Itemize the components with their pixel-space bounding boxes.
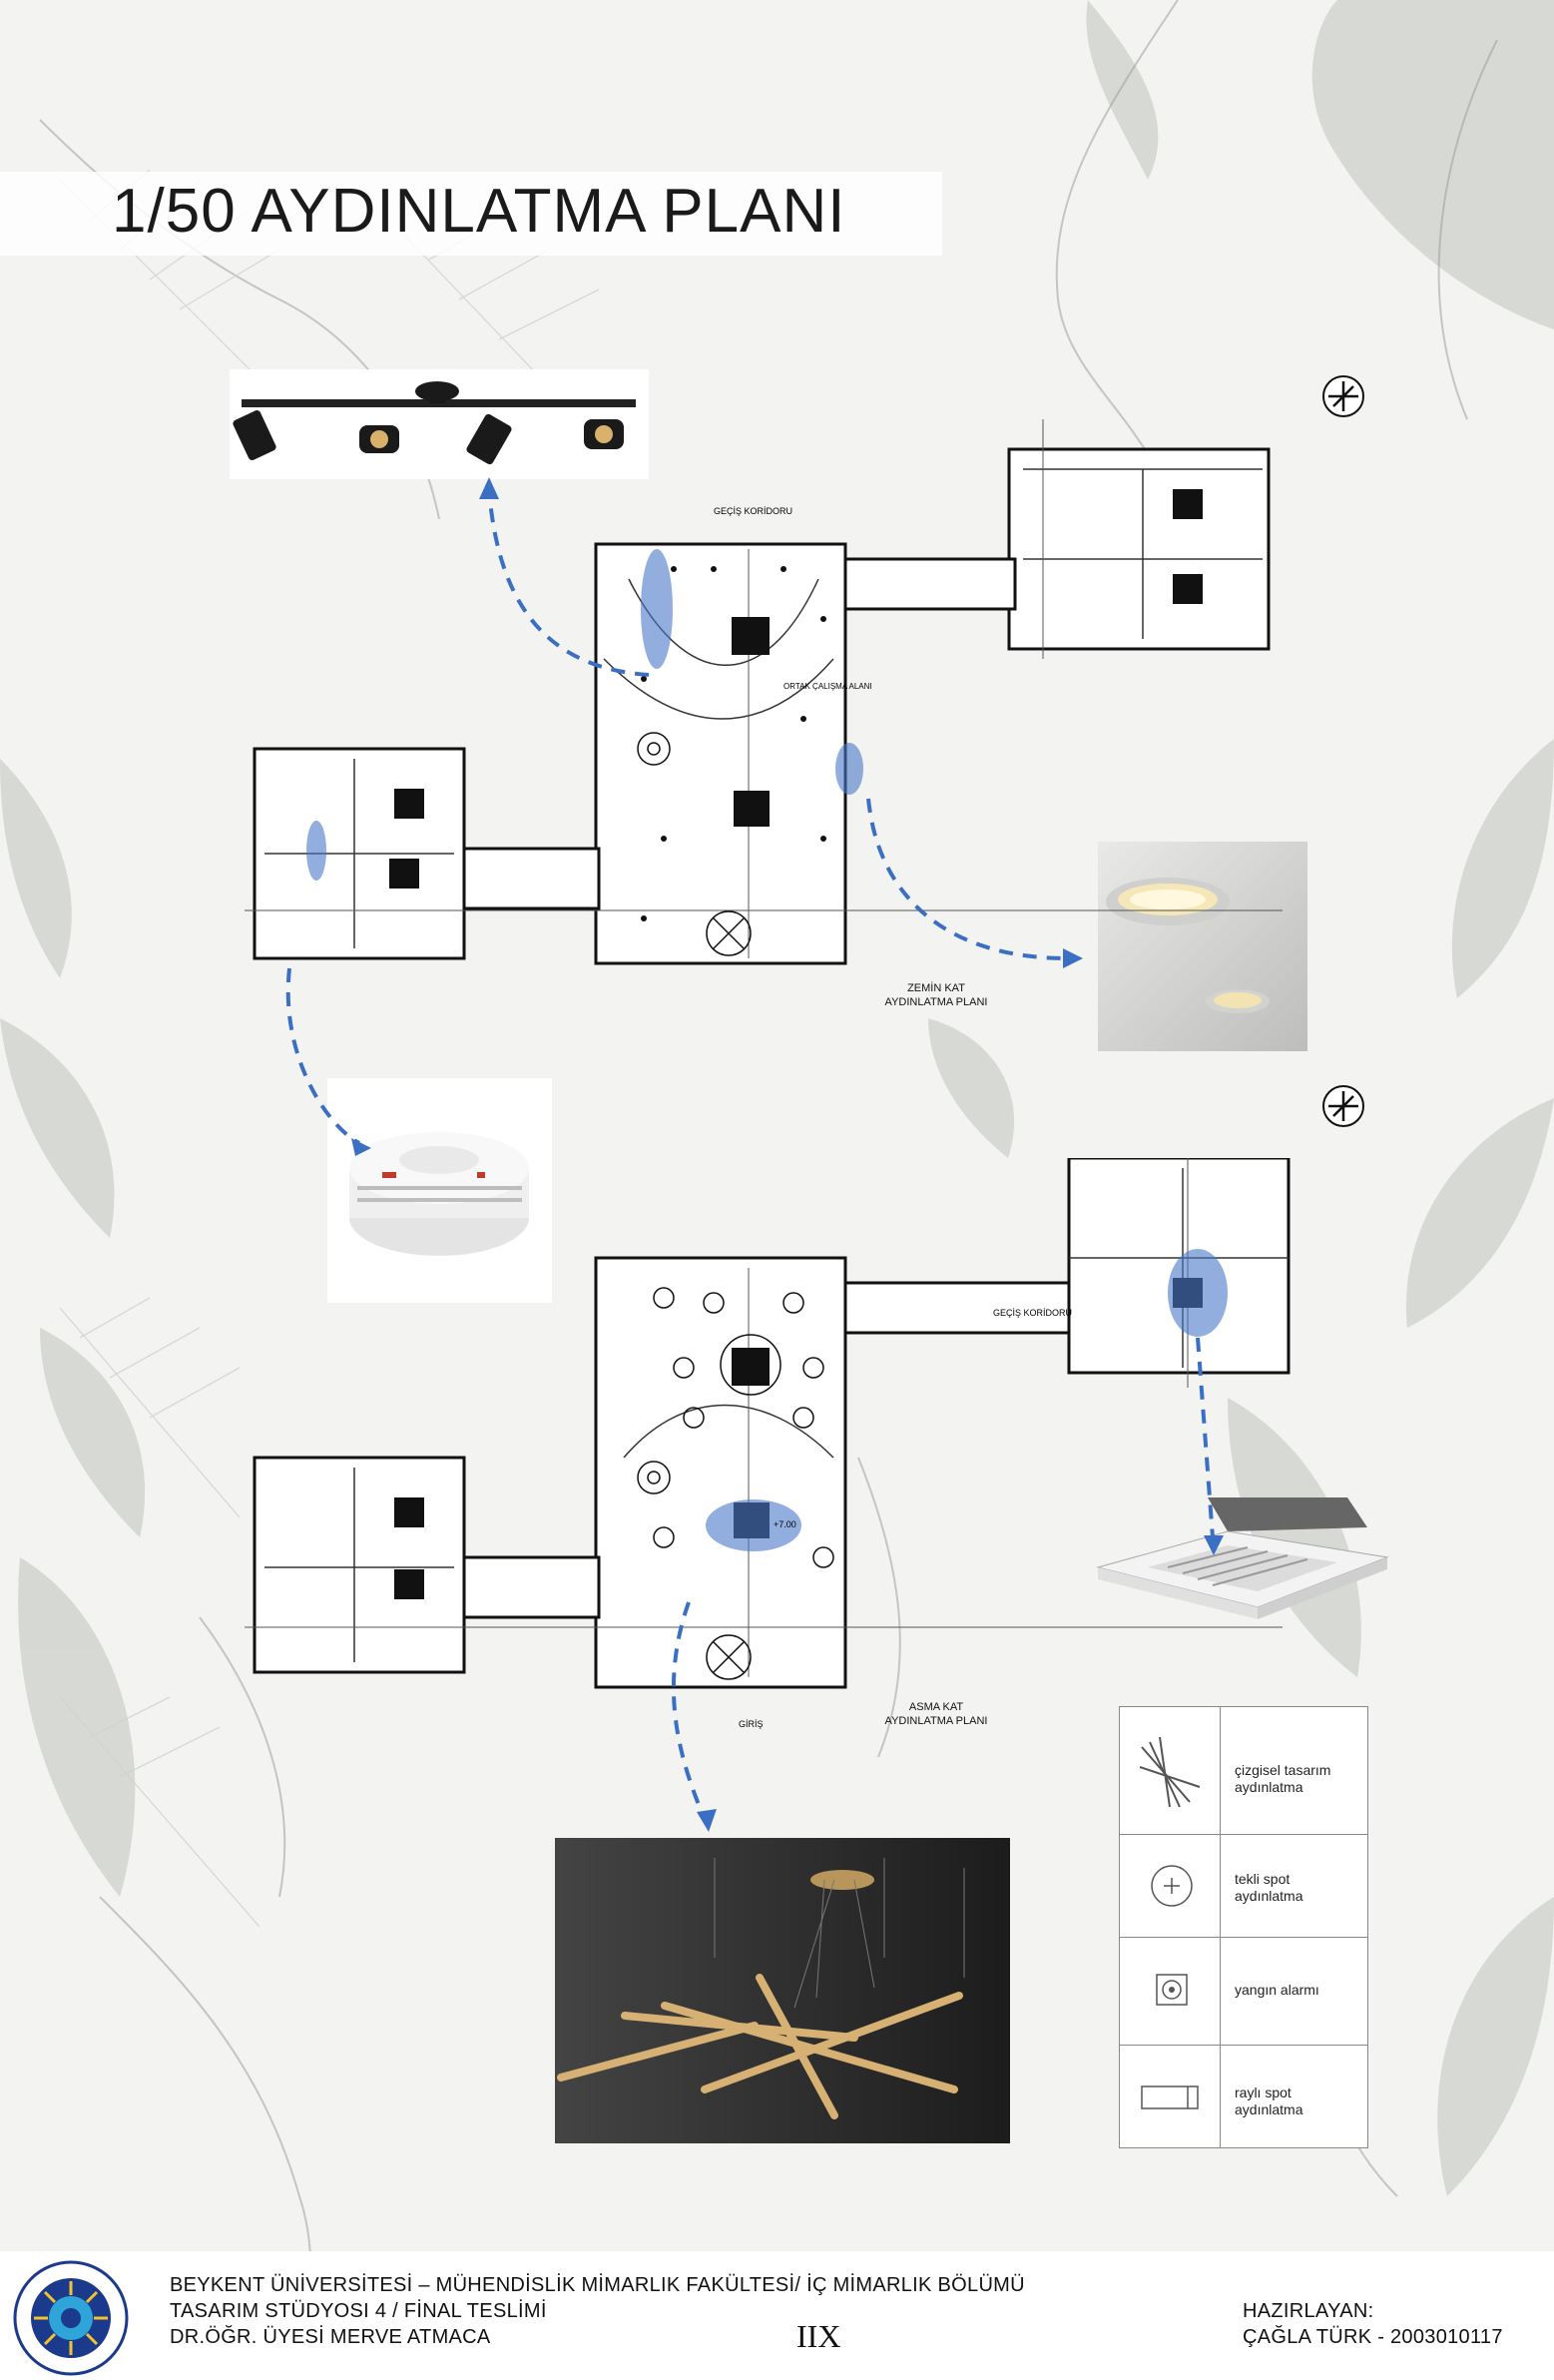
north-arrow-icon bbox=[1322, 375, 1364, 417]
university-logo bbox=[13, 2260, 129, 2376]
title-band bbox=[0, 172, 942, 256]
smoke-detector-photo bbox=[327, 1078, 552, 1303]
prepared-by-label: HAZIRLAYAN: bbox=[1243, 2300, 1374, 2322]
spot-light-icon bbox=[1151, 1865, 1193, 1907]
author-name: ÇAĞLA TÜRK - 2003010117 bbox=[1243, 2326, 1503, 2348]
mezz-corridor-label: GEÇİŞ KORİDORU bbox=[993, 1308, 1072, 1318]
recessed-downlight-photo bbox=[1098, 842, 1307, 1051]
ac-cassette-photo bbox=[1088, 1488, 1397, 1637]
center-label: ORTAK ÇALIŞMA ALANI bbox=[783, 682, 872, 691]
legend-label-alarm: yangın alarmı bbox=[1235, 1982, 1319, 1998]
page-number: IIX bbox=[796, 2318, 841, 2354]
fire-alarm-icon bbox=[1156, 1974, 1188, 2006]
legend-label-spot: tekli spot aydınlatma bbox=[1235, 1871, 1303, 1904]
ground-plan-label-line2: AYDINLATMA PLANI bbox=[884, 996, 988, 1008]
footer-line-1: BEYKENT ÜNİVERSİTESİ – MÜHENDİSLİK MİMAR… bbox=[170, 2274, 1025, 2296]
legend-row-alarm: yangın alarmı bbox=[1120, 1937, 1367, 2046]
legend-label-linear: çizgisel tasarım aydınlatma bbox=[1235, 1762, 1331, 1795]
footer: BEYKENT ÜNİVERSİTESİ – MÜHENDİSLİK MİMAR… bbox=[0, 2251, 1554, 2380]
footer-line-3: DR.ÖĞR. ÜYESİ MERVE ATMACA bbox=[170, 2326, 491, 2348]
north-arrow-icon-2 bbox=[1322, 1085, 1364, 1127]
ground-plan-label-line1: ZEMİN KAT bbox=[907, 982, 965, 994]
linear-pendant-photo bbox=[555, 1838, 1010, 2143]
corridor-label: GEÇİŞ KORİDORU bbox=[714, 506, 792, 516]
legend-label-track: raylı spot aydınlatma bbox=[1235, 2084, 1303, 2117]
mezzanine-plan-label: ASMA KAT AYDINLATMA PLANI bbox=[866, 1700, 1006, 1728]
legend-row-spot: tekli spot aydınlatma bbox=[1120, 1834, 1367, 1938]
track-light-photo bbox=[230, 369, 649, 479]
mezzanine-plan-label-line2: AYDINLATMA PLANI bbox=[884, 1715, 988, 1727]
mezzanine-floor-plan: GEÇİŞ KORİDORU +7.00 GİRİŞ bbox=[245, 1158, 1291, 1729]
ground-floor-plan: GEÇİŞ KORİDORU ORTAK ÇALIŞMA ALANI A bbox=[245, 419, 1283, 965]
legend-row-linear: çizgisel tasarım aydınlatma bbox=[1120, 1707, 1367, 1835]
elevation-label: +7.00 bbox=[774, 1519, 796, 1529]
entry-label: GİRİŞ bbox=[739, 1719, 764, 1729]
page-title: 1/50 AYDINLATMA PLANI bbox=[112, 177, 846, 246]
ground-plan-label: ZEMİN KAT AYDINLATMA PLANI bbox=[866, 981, 1006, 1009]
linear-light-icon bbox=[1139, 1736, 1201, 1808]
track-spot-icon bbox=[1141, 2085, 1199, 2109]
footer-line-2: TASARIM STÜDYOSI 4 / FİNAL TESLİMİ bbox=[170, 2300, 547, 2322]
mezzanine-plan-label-line1: ASMA KAT bbox=[908, 1701, 964, 1713]
legend-table: çizgisel tasarım aydınlatma tekli spot a… bbox=[1119, 1706, 1368, 2148]
legend-row-track: raylı spot aydınlatma bbox=[1120, 2045, 1367, 2147]
